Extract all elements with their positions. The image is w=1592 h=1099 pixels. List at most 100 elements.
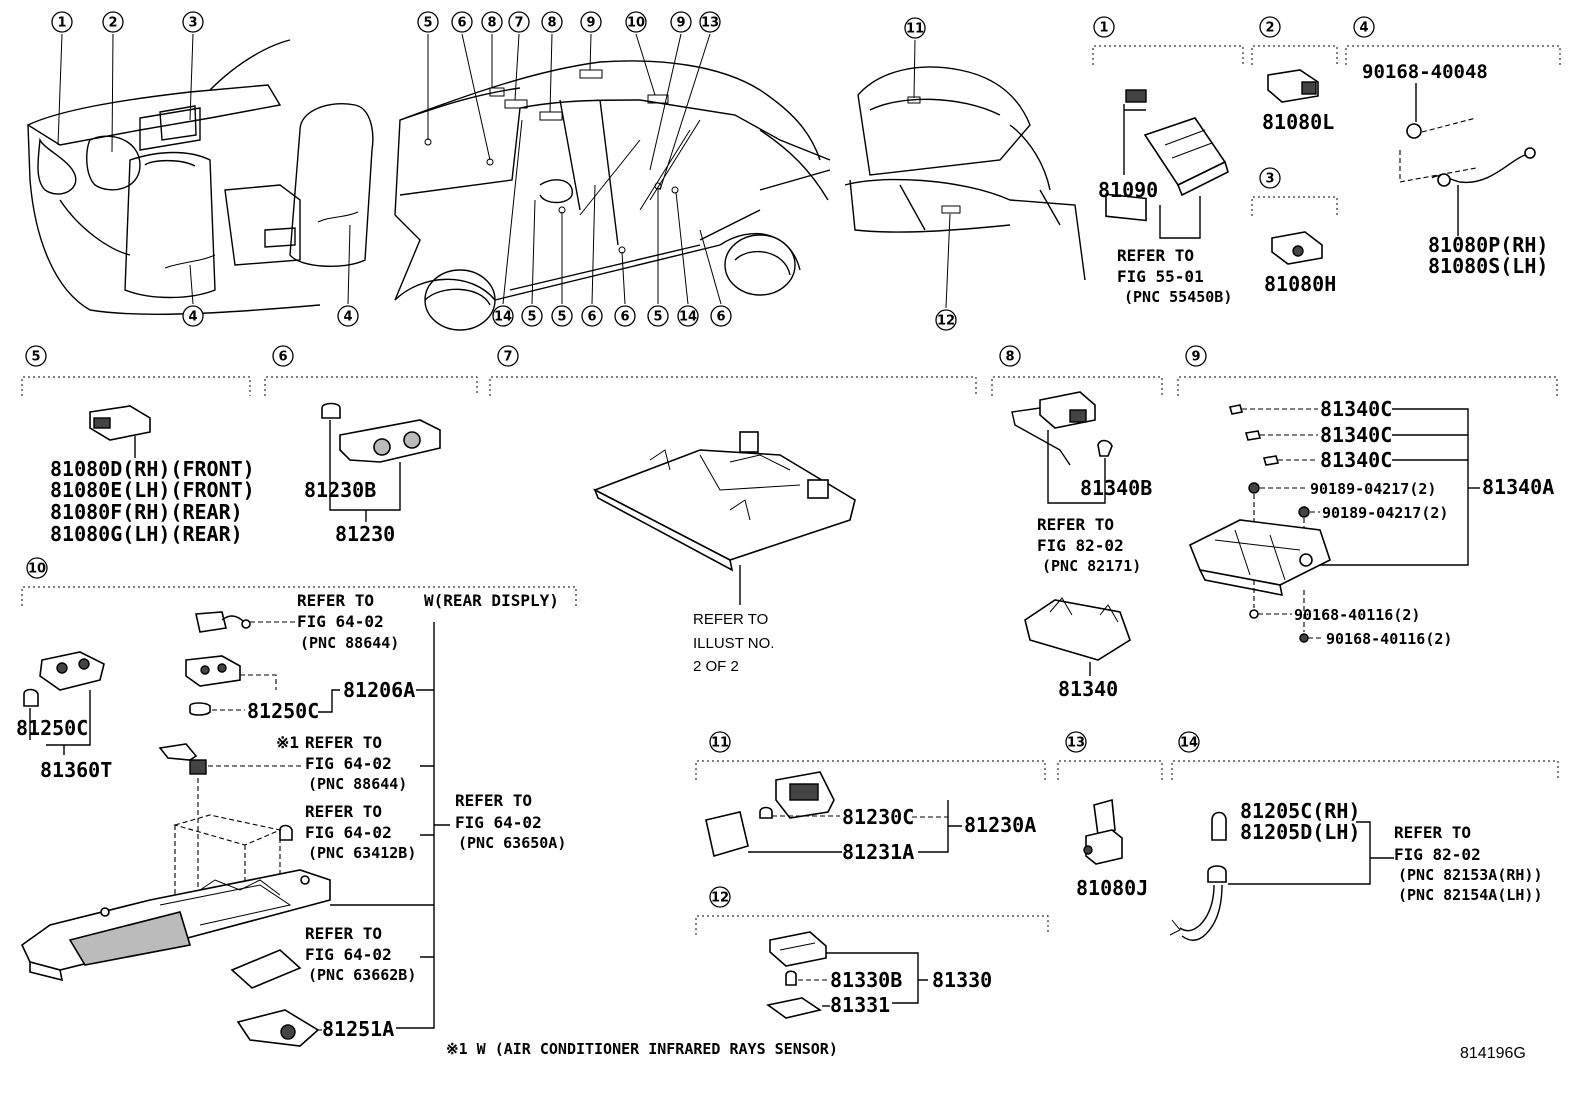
callout-leader-line <box>589 33 592 71</box>
group-callout-number-g6: 6 <box>278 350 287 365</box>
callout-number: 6 <box>587 310 596 325</box>
g9-screw-4: 90168-40116(2) <box>1326 630 1452 648</box>
callout-leader-line <box>549 33 553 113</box>
callout-circle <box>492 305 514 327</box>
group-6: 81230B 81230 <box>304 402 441 546</box>
callout-leader-line <box>461 33 491 161</box>
footnote: ※1 W (AIR CONDITIONER INFRARED RAYS SENS… <box>446 1040 838 1058</box>
group-9: 81340C 81340C 81340C 81340A 90189-04217(… <box>1188 397 1554 648</box>
figure-id: 814196G <box>1460 1045 1526 1062</box>
callout-leader-line <box>649 33 682 171</box>
g7-ref-line2: ILLUST NO. <box>693 635 774 652</box>
g10-ref-b-line2: FIG 64-02 <box>305 754 392 773</box>
callout-leader-line <box>57 33 63 146</box>
callout-number: 14 <box>494 310 512 325</box>
g10-ref-b-line1: REFER TO <box>305 733 382 752</box>
group-5: 81080D(RH)(FRONT) 81080E(LH)(FRONT) 8108… <box>50 405 255 546</box>
callout-leader-line <box>913 39 916 99</box>
callout-number: 6 <box>457 16 466 31</box>
g8-bulb-number: 81340B <box>1080 476 1152 500</box>
callout-circle <box>614 305 636 327</box>
callout-circle <box>551 305 573 327</box>
g5-part-1: 81080D(RH)(FRONT) <box>50 457 255 481</box>
callout-number: 2 <box>108 16 117 31</box>
callout-circle <box>451 11 473 33</box>
callout-circle <box>508 11 530 33</box>
callout-number: 13 <box>701 16 719 31</box>
group-callout-circle-g8 <box>999 345 1021 367</box>
group-11: 81230C 81231A 81230A <box>705 771 1036 864</box>
group-14: 81205C(RH) 81205D(LH) REFER TO FIG 82-02… <box>1169 799 1543 941</box>
g2-part-number: 81080L <box>1262 110 1334 134</box>
callout-circle <box>904 17 926 39</box>
g11-lens-number: 81231A <box>842 840 914 864</box>
callout-number: 12 <box>937 314 955 329</box>
group-callout-number-g2: 2 <box>1265 21 1274 36</box>
callout-circle <box>417 11 439 33</box>
group-7: REFER TO ILLUST NO. 2 OF 2 <box>593 431 856 675</box>
callout-circle <box>182 305 204 327</box>
g10-cover-number: 81251A <box>322 1017 394 1041</box>
callout-circle <box>337 305 359 327</box>
g10-ref-c-line3: (PNC 63412B) <box>308 844 416 862</box>
g11-bulb-number: 81230C <box>842 805 914 829</box>
callout-number: 6 <box>716 310 725 325</box>
g1-ref-line2: FIG 55-01 <box>1117 267 1204 286</box>
group-callout-circle-g13 <box>1065 731 1087 753</box>
callout-leader-line <box>591 184 596 305</box>
g4-part-lh: 81080S(LH) <box>1428 254 1548 278</box>
callout-number: 1 <box>57 16 66 31</box>
group-callout-number-g13: 13 <box>1067 736 1085 751</box>
group-callout-number-g7: 7 <box>503 350 512 365</box>
g10-ref-c-line1: REFER TO <box>305 802 382 821</box>
group-callout-circle-g14 <box>1178 731 1200 753</box>
g8-ref-line2: FIG 82-02 <box>1037 536 1124 555</box>
callout-number: 4 <box>188 310 197 325</box>
g13-part-number: 81080J <box>1076 876 1148 900</box>
callout-number: 9 <box>676 16 685 31</box>
g10-lamp-number: 81360T <box>40 758 112 782</box>
g10-ref-d-line2: FIG 64-02 <box>305 945 392 964</box>
g14-part-lh: 81205D(LH) <box>1240 820 1360 844</box>
callout-leader-line <box>621 251 626 305</box>
group-13: 81080J <box>1076 798 1148 900</box>
callout-leader-line <box>514 33 520 101</box>
group-callout-number-g4: 4 <box>1359 21 1368 36</box>
group-callout-number-g8: 8 <box>1005 350 1014 365</box>
g5-part-2: 81080E(LH)(FRONT) <box>50 478 255 502</box>
overview-dashboard-illustration <box>26 39 374 315</box>
callout-number: 5 <box>423 16 432 31</box>
callout-circle <box>677 305 699 327</box>
g10-ref-main-line1: REFER TO <box>455 791 532 810</box>
g10-ref-a-line3: (PNC 88644) <box>300 634 399 652</box>
group-callout-number-g1: 1 <box>1099 21 1108 36</box>
g14-ref-line2: FIG 82-02 <box>1394 845 1481 864</box>
g9-assy-number: 81340A <box>1482 475 1554 499</box>
g10-bulb-number: 81250C <box>247 699 319 723</box>
g14-part-rh: 81205C(RH) <box>1240 799 1360 823</box>
callout-leader-line <box>635 33 656 96</box>
callout-circle <box>102 11 124 33</box>
group-3: 81080H <box>1264 231 1336 296</box>
callout-number: 5 <box>653 310 662 325</box>
group-8: 81340B REFER TO FIG 82-02 (PNC 82171) 81… <box>1011 391 1152 701</box>
g14-ref-line4: (PNC 82154A(LH)) <box>1398 886 1543 904</box>
group-callout-circle-g9 <box>1185 345 1207 367</box>
group-4: 90168-40048 81080P(RH) 81080S(LH) <box>1362 61 1548 278</box>
g4-part-rh: 81080P(RH) <box>1428 233 1548 257</box>
g9-bulb-3: 81340C <box>1320 448 1392 472</box>
g6-bulb-number: 81230B <box>304 478 376 502</box>
group-callout-number-g11: 11 <box>711 736 729 751</box>
g8-part-number: 81340 <box>1058 677 1118 701</box>
callout-leader-line <box>189 264 194 305</box>
callout-number: 9 <box>586 16 595 31</box>
g9-screw-2: 90189-04217(2) <box>1322 504 1448 522</box>
group-callout-circle-g5 <box>25 345 47 367</box>
g14-ref-line1: REFER TO <box>1394 823 1471 842</box>
group-callout-number-g12: 12 <box>711 891 729 906</box>
g6-part-number: 81230 <box>335 522 395 546</box>
callout-leader-line <box>659 33 711 191</box>
callout-circle <box>580 11 602 33</box>
callout-number: 5 <box>527 310 536 325</box>
